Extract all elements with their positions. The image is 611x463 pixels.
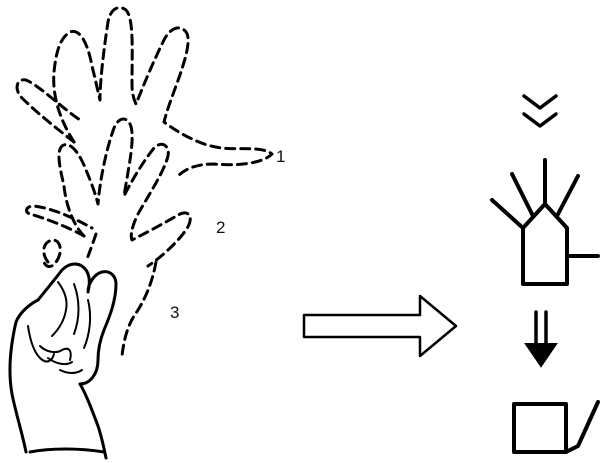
hand-outline-position-3 (42, 232, 158, 358)
double-chevron-down-icon (522, 94, 558, 128)
hollow-right-arrow (302, 294, 458, 358)
double-arrow-down-icon (524, 310, 558, 368)
stage-label-3: 3 (170, 303, 179, 322)
stage-label-2: 2 (216, 218, 225, 237)
solid-hand-fist (8, 262, 118, 460)
hand-outline-position-1 (15, 6, 274, 178)
stage-labels: 1 2 3 (170, 147, 285, 322)
open-hand-symbol-icon (490, 158, 600, 286)
hand-outline-position-2 (25, 117, 192, 268)
square-check-symbol-icon (512, 400, 600, 454)
stage-label-1: 1 (276, 147, 285, 166)
arrowhead-down-icon (524, 343, 558, 368)
